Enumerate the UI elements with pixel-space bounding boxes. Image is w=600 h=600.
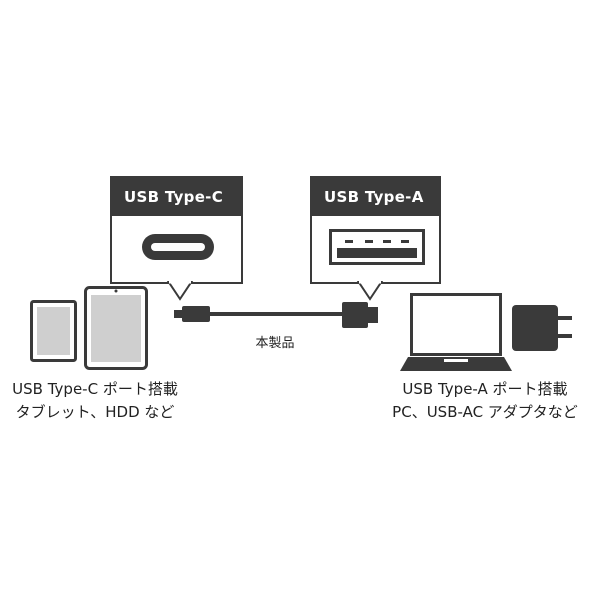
- left-device-caption-line1: USB Type-C ポート搭載: [12, 380, 178, 398]
- usb-type-c-port-icon: [142, 234, 214, 260]
- left-device-caption-line2: タブレット、HDD など: [15, 403, 175, 421]
- cable-label: 本製品: [255, 336, 295, 351]
- usb-type-a-title: USB Type-A: [312, 178, 439, 216]
- tablet-icon: [84, 286, 148, 370]
- usb-type-c-callout-pointer: [166, 281, 194, 301]
- hdd-icon: [30, 300, 77, 362]
- ac-adapter-icon: [512, 305, 572, 351]
- laptop-icon: [400, 293, 512, 371]
- usb-type-a-callout-pointer: [356, 281, 384, 301]
- usb-type-c-callout: USB Type-C: [110, 176, 243, 284]
- right-device-caption-line1: USB Type-A ポート搭載: [402, 380, 568, 398]
- usb-type-a-port-icon: [329, 229, 425, 265]
- right-device-caption-line2: PC、USB-AC アダプタなど: [392, 403, 578, 421]
- usb-type-c-title: USB Type-C: [112, 178, 241, 216]
- usb-type-a-callout: USB Type-A: [310, 176, 441, 284]
- usb-cable-icon: [174, 302, 378, 328]
